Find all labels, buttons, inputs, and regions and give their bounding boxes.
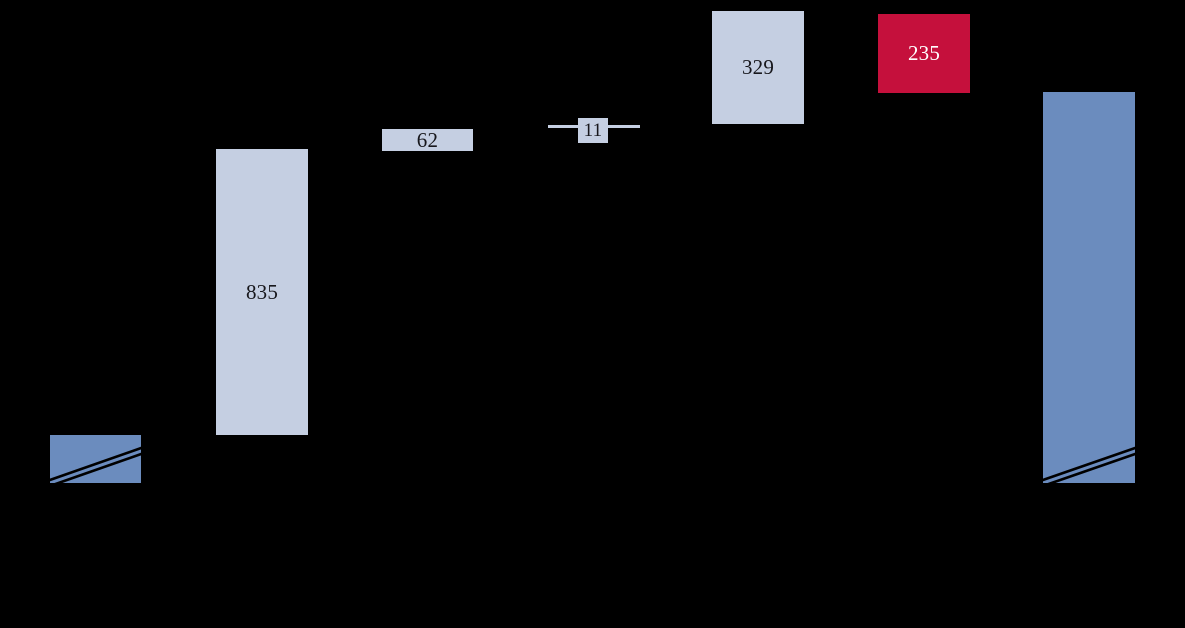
bar-value-label: 11 [583, 120, 603, 141]
bar-increase-11[interactable]: 11 [578, 118, 608, 143]
connector-right-of-11 [605, 125, 640, 128]
bar-value-label: 235 [907, 41, 941, 65]
bar-increase-329[interactable]: 329 [712, 11, 804, 124]
axis-break-icon [1039, 445, 1139, 489]
bar-value-label: 835 [245, 279, 279, 304]
bar-start-total[interactable] [46, 435, 145, 489]
bar-end-total[interactable] [1039, 92, 1139, 489]
bar-increase-835[interactable]: 835 [216, 149, 308, 435]
connector-left-of-11 [548, 125, 582, 128]
bar-decrease-235[interactable]: 235 [878, 14, 970, 93]
bar-value-label: 62 [416, 127, 439, 152]
bar-value-label: 329 [741, 55, 775, 79]
bar-increase-62[interactable]: 62 [382, 129, 473, 151]
axis-break-icon [46, 445, 145, 489]
